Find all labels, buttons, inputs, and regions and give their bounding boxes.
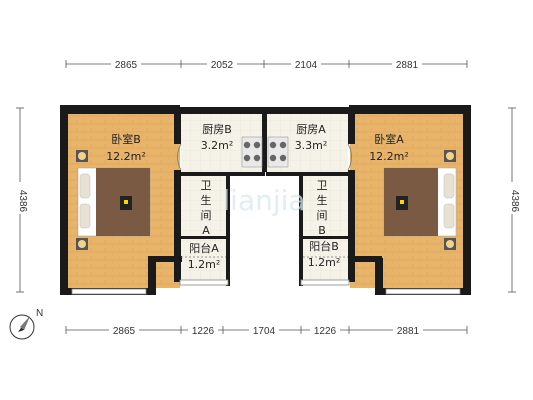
bath-b-char: 卫 [317,179,328,192]
doors [177,143,352,258]
compass-icon: N [9,308,43,340]
bath-b-label: 卫 生 间 B [317,179,328,237]
bedroom-a-area: 12.2m² [369,150,409,163]
dim-right: 4386 [509,190,520,213]
dim-top-2: 2052 [211,60,234,71]
balcony-b-name: 阳台B [309,239,339,253]
bath-a-char: 间 [201,209,212,222]
dim-top-3: 2104 [295,60,318,71]
kitchen-a-area: 3.3m² [295,139,328,152]
dim-bottom-1: 2865 [113,326,136,337]
stove-icon [241,136,263,168]
bed-icon [383,150,457,250]
top-dimension-labels: 2865 2052 2104 2881 [111,57,422,71]
compass-label: N [36,308,43,319]
balcony-a-name: 阳台A [189,241,219,255]
dim-bottom-3: 1704 [253,326,276,337]
bottom-dimension-labels: 2865 1226 1704 1226 2881 [109,323,423,337]
bedroom-a-name: 卧室A [374,132,404,146]
balcony-b-floor [303,238,348,280]
bedroom-b-area: 12.2m² [106,150,146,163]
dim-top-4: 2881 [396,60,419,71]
dim-left: 4386 [17,190,28,213]
bath-b-char: B [318,224,326,237]
bed-icon [76,150,151,250]
bath-a-char: 生 [201,193,212,207]
watermark: lianjia [222,184,305,217]
bath-a-char: A [202,224,210,237]
dim-top-1: 2865 [115,60,138,71]
dim-bottom-2: 1226 [192,326,215,337]
balcony-a-area: 1.2m² [188,258,221,271]
bedroom-b-name: 卧室B [111,132,141,146]
bath-b-char: 间 [317,209,328,222]
bath-b-floor [303,176,348,236]
dim-bottom-5: 2881 [397,326,420,337]
kitchen-a-name: 厨房A [296,123,326,136]
bath-a-char: 卫 [201,179,212,192]
bath-b-char: 生 [317,193,328,207]
stove-icon [267,136,289,168]
bath-a-label: 卫 生 间 A [201,179,212,237]
balcony-a-floor [181,238,226,280]
windows [71,279,461,295]
balcony-b-area: 1.2m² [308,256,341,269]
bath-a-floor [181,176,226,236]
kitchen-b-area: 3.2m² [201,139,234,152]
dim-bottom-4: 1226 [314,326,337,337]
kitchen-b-name: 厨房B [202,123,232,136]
